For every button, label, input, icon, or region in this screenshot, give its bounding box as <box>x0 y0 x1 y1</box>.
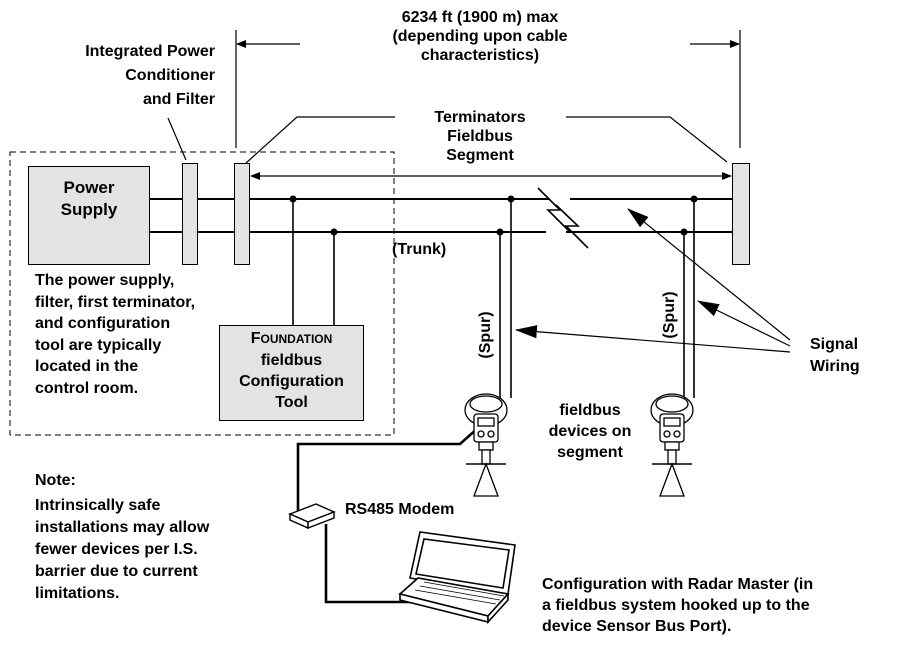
rs485-modem <box>288 503 336 530</box>
terminator-left <box>234 163 250 265</box>
terminator-leader-left <box>245 116 395 164</box>
signal-arrow-spur2 <box>697 300 791 347</box>
signal-wiring-label: Signal Wiring <box>810 336 860 375</box>
trunk-label: (Trunk) <box>392 241 447 258</box>
note-block: Note: Intrinsically safe installations m… <box>35 472 210 602</box>
power-supply-box: Power Supply <box>28 166 150 265</box>
junction-dot <box>330 228 338 236</box>
power-conditioner-block <box>182 163 198 265</box>
control-room-boundary <box>9 151 395 436</box>
dimension-label: 6234 ft (1900 m) max (depending upon cab… <box>392 9 568 64</box>
config-tool-drops <box>292 199 335 325</box>
terminator-leader-right <box>566 116 728 163</box>
spur-1-wires <box>499 199 512 398</box>
conditioner-leader <box>167 117 187 161</box>
control-room-note: The power supply, filter, first terminat… <box>35 272 196 397</box>
junction-dot <box>680 228 688 236</box>
junction-dot <box>289 195 297 203</box>
radar-device-2-icon <box>650 393 694 497</box>
junction-dot <box>507 195 515 203</box>
terminators-label: Terminators Fieldbus Segment <box>434 109 526 164</box>
spur-label-2: (Spur) <box>661 291 678 339</box>
modem-label: RS485 Modem <box>345 501 455 518</box>
devices-label: fieldbus devices on segment <box>548 402 632 461</box>
terminator-right <box>732 163 750 265</box>
config-tool-box: FOUNDATION fieldbus Configuration Tool <box>219 325 364 421</box>
spur-2-wires <box>683 199 695 398</box>
config-cable <box>296 427 479 512</box>
laptop-icon <box>398 531 516 625</box>
radar-master-label: Configuration with Radar Master (in a fi… <box>542 576 814 635</box>
junction-dot <box>690 195 698 203</box>
junction-dot <box>496 228 504 236</box>
radar-device-1-icon <box>464 393 508 497</box>
signal-arrow-spur1 <box>514 325 791 353</box>
config-tool-line1: FOUNDATION <box>250 330 333 347</box>
power-conditioner-label: Integrated Power Conditioner and Filter <box>85 43 215 108</box>
signal-arrow-trunk <box>627 208 791 341</box>
modem-to-laptop-cable <box>324 524 418 604</box>
spur-label-1: (Spur) <box>477 311 494 359</box>
power-supply-label: Power Supply <box>60 178 118 219</box>
